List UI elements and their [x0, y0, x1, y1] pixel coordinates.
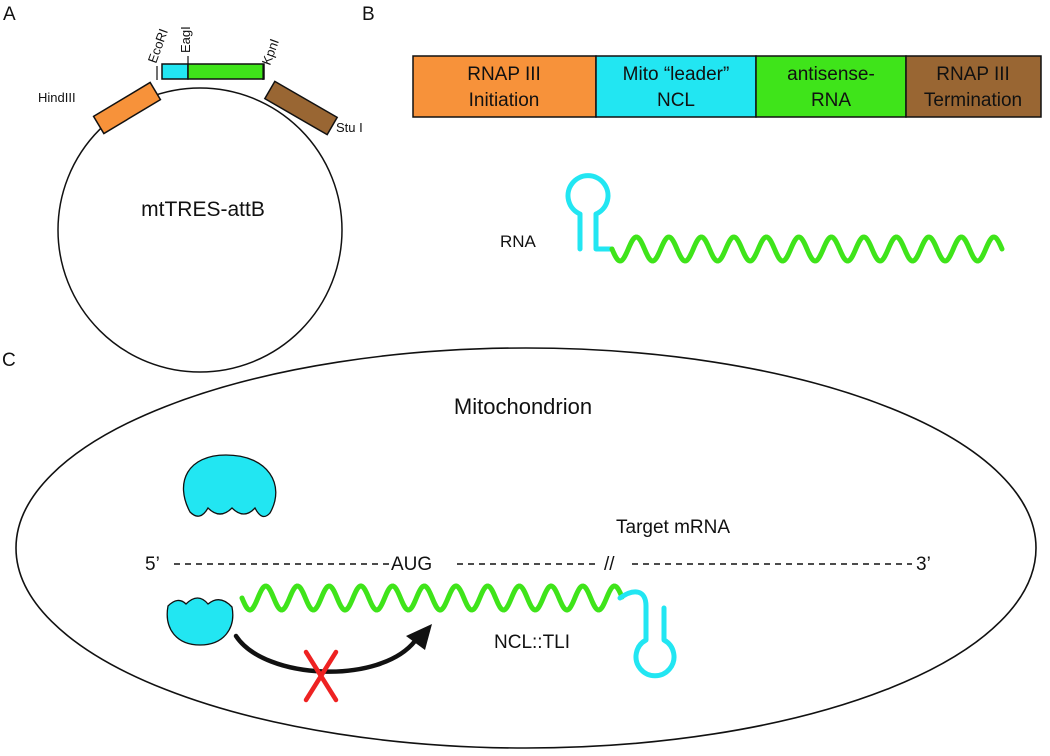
ncl-tli-hairpin: [617, 589, 677, 679]
construct-block-leader: [595, 55, 757, 118]
block-antisense-line1: antisense-: [787, 64, 875, 85]
plasmid-cyan-segment: [161, 63, 189, 80]
complex-label: NCL::TLI: [494, 632, 570, 653]
mitochondrion-title: Mitochondrion: [454, 394, 592, 419]
block-initiation-line2: Initiation: [469, 90, 540, 111]
construct-block-antisense: [755, 55, 907, 118]
eagi-label: EagI: [178, 26, 193, 53]
construct-block-termination: [905, 55, 1042, 118]
construct-block-initiation: [412, 55, 597, 118]
red-x-block-mark: [303, 649, 339, 703]
target-mrna-label: Target mRNA: [616, 517, 730, 538]
mrna-break: //: [604, 554, 615, 575]
blocked-arrow-head: [406, 624, 432, 650]
hindiii-label: HindIII: [38, 90, 76, 105]
plasmid-orange-fragment: [92, 81, 162, 135]
block-antisense-line2: RNA: [811, 90, 851, 111]
panel-b: B RNAP III Initiation Mito “leader” NCL …: [362, 4, 1042, 264]
panel-a: A HindIII EcoRI EagI KpnI Stu I mtTRES-a…: [3, 4, 363, 373]
stui-label: Stu I: [336, 120, 363, 135]
mrna-aug: AUG: [391, 554, 432, 575]
plasmid-circle: [57, 87, 343, 373]
rna-hairpin: [565, 173, 614, 252]
rna-antisense-wave: [609, 234, 1005, 264]
block-termination-line1: RNAP III: [936, 64, 1010, 85]
ncl-tli-antisense-wave: [239, 583, 625, 613]
block-leader-line2: NCL: [657, 90, 695, 111]
ribosome-small-subunit: [166, 597, 234, 646]
rna-label: RNA: [500, 232, 537, 251]
ribosome-large-subunit: [182, 454, 277, 518]
panel-a-letter: A: [3, 4, 16, 25]
plasmid-brown-fragment: [263, 80, 339, 136]
kpni-label: KpnI: [259, 37, 282, 67]
block-leader-line1: Mito “leader”: [623, 64, 730, 85]
mitochondrion-outline: [15, 347, 1037, 749]
mrna-five-prime: 5’: [145, 554, 160, 575]
block-termination-line2: Termination: [924, 90, 1022, 111]
plasmid-name: mtTRES-attB: [141, 198, 265, 221]
panel-b-letter: B: [362, 4, 375, 25]
plasmid-green-segment: [187, 63, 265, 80]
block-initiation-line1: RNAP III: [467, 64, 541, 85]
panel-c-letter: C: [2, 350, 16, 371]
mrna-three-prime: 3’: [916, 554, 931, 575]
ecori-label: EcoRI: [145, 27, 171, 65]
panel-c: C Mitochondrion Target mRNA 5’ AUG // 3’…: [2, 347, 1037, 749]
